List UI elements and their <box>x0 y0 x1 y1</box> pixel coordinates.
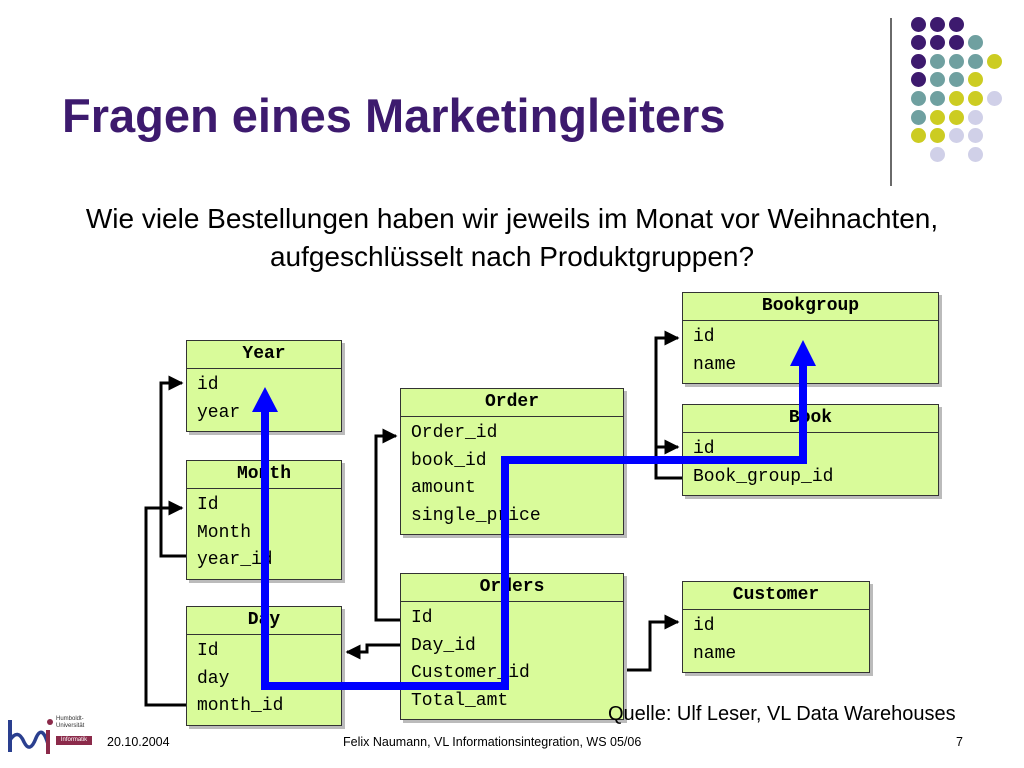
connector-orders-customer <box>624 614 680 672</box>
footer-page-number: 7 <box>956 735 963 749</box>
connector-book-bookgroup <box>654 330 682 480</box>
table-field: Customer_id <box>411 663 530 683</box>
table-field: Month <box>197 522 252 543</box>
table-book: Book id Book_group_id <box>682 404 939 496</box>
table-field: id <box>197 375 219 395</box>
connector-orders-day <box>345 643 400 660</box>
table-field: year_id <box>197 550 273 570</box>
logo-badge: Informatik <box>56 736 92 745</box>
dot <box>930 17 945 32</box>
dot <box>949 128 964 143</box>
dot <box>930 91 945 106</box>
dot <box>930 35 945 50</box>
table-field: Id <box>197 641 219 661</box>
logo-line: Humboldt- <box>56 716 84 722</box>
title-divider <box>890 18 892 186</box>
footer-date: 20.10.2004 <box>107 735 170 749</box>
table-field: year <box>197 402 241 423</box>
table-field: Order_id <box>411 423 498 443</box>
slide-title: Fragen eines Marketingleiters <box>62 89 726 142</box>
table-header: Year <box>187 341 341 369</box>
dot <box>930 147 945 162</box>
dot <box>987 91 1002 106</box>
table-field: Day_id <box>411 635 476 656</box>
dot <box>968 147 983 162</box>
dot <box>968 128 983 143</box>
table-field: amount <box>411 478 476 498</box>
dot <box>911 72 926 87</box>
dot <box>911 54 926 69</box>
table-header: Orders <box>401 574 623 602</box>
connector-orders-order <box>374 428 400 622</box>
logo-line: Universität <box>56 723 85 729</box>
query-path-arrowhead <box>790 340 816 366</box>
dot <box>930 72 945 87</box>
dot <box>968 110 983 125</box>
dot <box>911 17 926 32</box>
source-citation: Quelle: Ulf Leser, VL Data Warehouses <box>608 703 956 725</box>
dot <box>949 35 964 50</box>
university-logo-icon <box>8 719 53 754</box>
dot <box>987 54 1002 69</box>
table-header: Customer <box>683 582 869 610</box>
table-field: Id <box>197 495 219 515</box>
table-field: month_id <box>197 696 284 716</box>
table-field: name <box>693 643 737 664</box>
dot <box>911 128 926 143</box>
table-field: id <box>693 616 715 636</box>
dot <box>968 54 983 69</box>
dot <box>911 91 926 106</box>
dot <box>930 110 945 125</box>
dot <box>968 35 983 50</box>
table-field: Book_group_id <box>693 466 834 487</box>
connector-day-month <box>144 500 186 707</box>
table-header: Order <box>401 389 623 417</box>
dot <box>949 17 964 32</box>
dot <box>911 35 926 50</box>
table-orders: Orders Id Day_id Customer_id Total_amt <box>400 573 624 720</box>
dot <box>911 110 926 125</box>
dot <box>949 91 964 106</box>
table-field: name <box>693 354 737 375</box>
table-field: id <box>693 327 715 347</box>
connector-month-year <box>159 375 186 558</box>
dot <box>968 72 983 87</box>
dot <box>968 91 983 106</box>
query-path <box>261 366 807 690</box>
logo-caption: Humboldt- Universität <box>56 716 84 730</box>
dot <box>949 72 964 87</box>
table-bookgroup: Bookgroup id name <box>682 292 939 384</box>
question-text: Wie viele Bestellungen haben wir jeweils… <box>85 203 939 272</box>
footer-author: Felix Naumann, VL Informationsintegratio… <box>343 735 642 749</box>
table-field: day <box>197 668 230 689</box>
dot <box>930 54 945 69</box>
query-path-arrowhead <box>252 387 278 412</box>
dot <box>949 54 964 69</box>
table-customer: Customer id name <box>682 581 870 673</box>
table-header: Bookgroup <box>683 293 938 321</box>
dot <box>949 110 964 125</box>
dot <box>930 128 945 143</box>
table-field: book_id <box>411 450 487 471</box>
table-field: id <box>693 439 715 459</box>
table-field: Total_amt <box>411 690 509 711</box>
table-field: Id <box>411 608 433 628</box>
